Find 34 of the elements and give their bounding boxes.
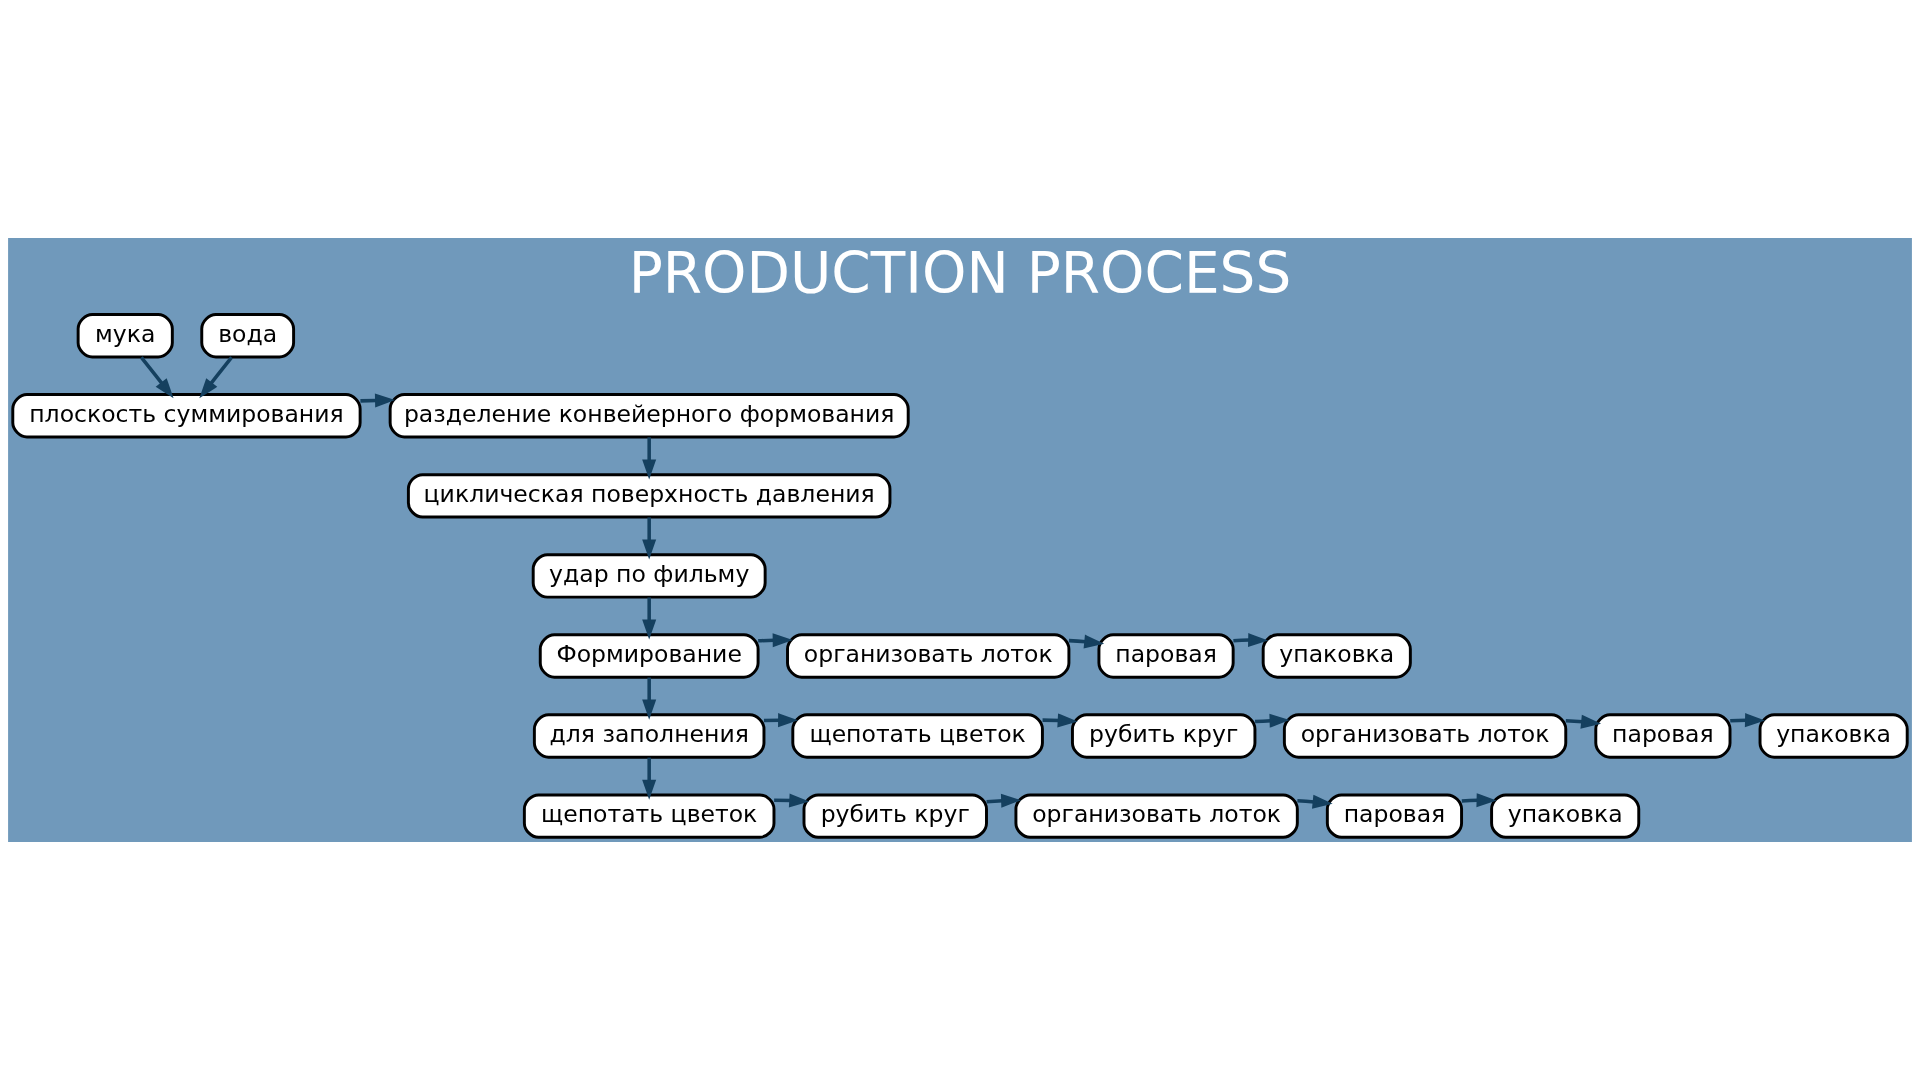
arrow bbox=[1297, 794, 1333, 809]
node-box: вода bbox=[200, 313, 296, 359]
node-box: циклическая поверхность давления bbox=[406, 473, 892, 519]
node-box: для заполнения bbox=[532, 713, 766, 759]
node-box: паровая bbox=[1097, 633, 1235, 679]
node-box: организовать лоток bbox=[1014, 793, 1299, 839]
node-box: упаковка bbox=[1758, 713, 1909, 759]
arrow bbox=[1254, 713, 1290, 728]
node-box: организовать лоток bbox=[786, 633, 1071, 679]
node-box: щепотать цветок bbox=[791, 713, 1044, 759]
node-box: паровая bbox=[1325, 793, 1464, 839]
arrow bbox=[139, 356, 174, 399]
node-box: щепотать цветок bbox=[522, 793, 776, 839]
node-box: упаковка bbox=[1261, 633, 1412, 679]
arrow bbox=[1565, 714, 1602, 729]
node-box: удар по фильму bbox=[531, 553, 767, 599]
node-box: разделение конвейерного формования bbox=[388, 393, 910, 439]
arrow bbox=[1042, 713, 1078, 728]
node-box: рубить круг bbox=[802, 793, 988, 839]
arrow bbox=[642, 597, 657, 640]
diagram-title: PRODUCTION PROCESS bbox=[628, 240, 1292, 306]
node-box: организовать лоток bbox=[1282, 713, 1568, 759]
node-box: рубить круг bbox=[1070, 713, 1257, 759]
node-box: паровая bbox=[1594, 713, 1732, 759]
arrow bbox=[642, 517, 657, 560]
node-box: мука bbox=[76, 313, 174, 359]
node-box: Формирование bbox=[538, 633, 760, 679]
node-box: плоскость суммирования bbox=[11, 393, 362, 439]
arrow bbox=[1068, 634, 1105, 649]
arrow bbox=[642, 757, 657, 800]
node-box: упаковка bbox=[1490, 793, 1641, 839]
arrow bbox=[199, 356, 233, 399]
arrow bbox=[642, 437, 657, 480]
arrow bbox=[642, 677, 657, 720]
